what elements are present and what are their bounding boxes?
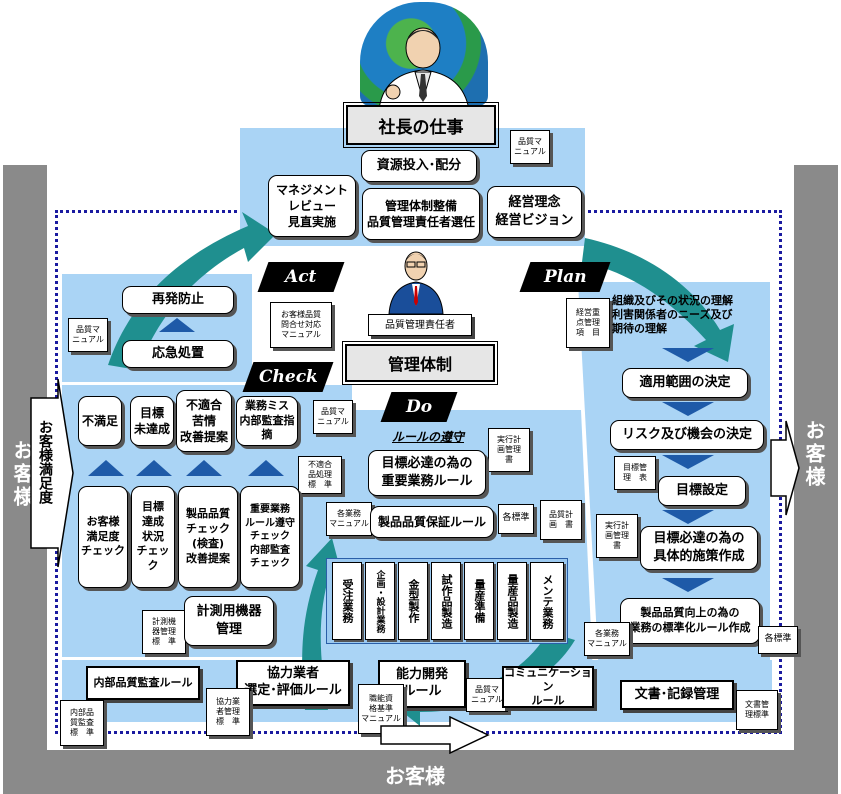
document-record-box[interactable]: 文書･記録管理 bbox=[620, 680, 734, 710]
act-cycle-arrow bbox=[108, 212, 276, 370]
quality-manager-illustration bbox=[388, 251, 444, 314]
quality-manager-label: 品質管理責任者 bbox=[368, 314, 472, 336]
check-up-arrow-2 bbox=[136, 460, 172, 476]
process-step-5[interactable]: 量産準備 bbox=[464, 562, 494, 640]
instrument-standard-doc[interactable]: 計測機 器管理 標 準 bbox=[142, 610, 186, 654]
customer-frame-right bbox=[794, 165, 838, 750]
target-standard-doc[interactable]: 目標管 理 表 bbox=[614, 456, 656, 490]
do-execution-plan-doc[interactable]: 実行計 画管理 書 bbox=[488, 428, 530, 472]
customer-input-arrow bbox=[380, 716, 490, 754]
product-quality-check-box[interactable]: 製品品質 チェック (検査) 改善提案 bbox=[178, 486, 238, 588]
nonconformity-complaint-box[interactable]: 不適合 苦情 改善提案 bbox=[176, 390, 232, 452]
key-business-rule-box[interactable]: 目標必達の為の 重要業務ルール bbox=[368, 450, 486, 496]
management-philosophy-box[interactable]: 経営理念 経営ビジョン bbox=[487, 186, 582, 238]
rule-compliance-label: ルールの遵守 bbox=[392, 430, 465, 444]
document-standard-doc[interactable]: 文書管 理標準 bbox=[736, 690, 778, 730]
plan-cycle-arrow bbox=[582, 238, 734, 362]
customer-frame-bottom bbox=[3, 750, 838, 794]
check-label: Check bbox=[242, 362, 334, 392]
communication-rule-box[interactable]: コミュニケーション ルール bbox=[502, 666, 594, 708]
check-up-arrow-1 bbox=[88, 460, 124, 476]
check-up-arrow-4 bbox=[248, 460, 284, 476]
check-up-arrow-3 bbox=[186, 460, 222, 476]
understanding-box[interactable]: 組織及びその状況の理解 利害関係者のニーズ及び 期待の理解 bbox=[612, 293, 733, 336]
plan-down-arrow-3 bbox=[662, 455, 714, 469]
president-work-title: 社長の仕事 bbox=[343, 102, 499, 148]
plan-down-arrow-5 bbox=[662, 578, 714, 592]
customer-label-left: お客様 bbox=[10, 440, 34, 509]
do-business-manual-doc[interactable]: 各業務 マニュアル bbox=[326, 502, 372, 536]
plan-each-standard-doc[interactable]: 各標準 bbox=[758, 626, 798, 654]
president-illustration bbox=[378, 27, 470, 110]
customer-satisfaction-arrow bbox=[30, 378, 74, 568]
process-step-6[interactable]: 量産品製造 bbox=[497, 562, 527, 640]
compliance-check-box[interactable]: 重要業務 ルール遵守 チェック 内部監査 チェック bbox=[240, 486, 300, 588]
plan-business-manual-doc[interactable]: 各業務 マニュアル bbox=[584, 622, 630, 656]
process-step-1[interactable]: 受注業務 bbox=[332, 562, 362, 640]
plan-down-arrow-2 bbox=[662, 402, 714, 416]
product-quality-rule-box[interactable]: 製品品質保証ルール bbox=[370, 506, 494, 538]
do-each-standard-doc[interactable]: 各標準 bbox=[498, 504, 534, 534]
scope-box[interactable]: 適用範囲の決定 bbox=[622, 368, 748, 398]
act-quality-manual-doc[interactable]: 品質マ ニュアル bbox=[68, 318, 108, 352]
act-up-arrow bbox=[159, 318, 195, 332]
plan-label-text: Plan bbox=[543, 267, 587, 287]
management-system-setup-box[interactable]: 管理体制整備 品質管理責任者選任 bbox=[362, 188, 480, 240]
process-step-3[interactable]: 金型製作 bbox=[398, 562, 428, 640]
process-step-2[interactable]: 企画・設計業務 bbox=[365, 562, 395, 640]
nonconforming-standard-doc[interactable]: 不適合 品処理 標 準 bbox=[298, 456, 342, 494]
customer-output-arrow bbox=[770, 420, 800, 516]
act-label-text: Act bbox=[285, 267, 317, 287]
process-step-7[interactable]: メンテ業務 bbox=[530, 562, 564, 640]
partner-rule-box[interactable]: 協力業者 選定･評価ルール bbox=[236, 660, 350, 706]
do-label: Do bbox=[380, 392, 458, 422]
internal-audit-standard-doc[interactable]: 内部品 質監査 標 準 bbox=[60, 700, 104, 746]
management-system-title: 管理体制 bbox=[342, 341, 498, 385]
risk-box[interactable]: リスク及び機会の決定 bbox=[610, 420, 764, 450]
management-review-box[interactable]: マネジメントレビュー 見直実施 bbox=[268, 175, 356, 237]
plan-label: Plan bbox=[519, 262, 611, 292]
standardization-box[interactable]: 製品品質向上の為の 業務の標準化ルール作成 bbox=[620, 598, 760, 644]
business-error-box[interactable]: 業務ミス 内部監査指摘 bbox=[236, 396, 298, 446]
check-label-text: Check bbox=[258, 367, 318, 387]
resource-input-box[interactable]: 資源投入･配分 bbox=[361, 150, 477, 182]
customer-inquiry-manual-doc[interactable]: お客様品質 問合せ対応 マニュアル bbox=[270, 302, 332, 348]
internal-audit-rule-box[interactable]: 内部品質監査ルール bbox=[86, 666, 200, 700]
target-status-check-box[interactable]: 目標 達成 状況 チェック bbox=[131, 486, 175, 588]
process-step-4[interactable]: 試作品製造 bbox=[431, 562, 461, 640]
customer-satisfaction-check-box[interactable]: お客様 満足度 チェック bbox=[78, 486, 128, 588]
instrument-management-box[interactable]: 計測用機器 管理 bbox=[184, 596, 274, 646]
management-items-doc[interactable]: 経営重 点管理 項 目 bbox=[566, 298, 610, 348]
partner-standard-doc[interactable]: 協力業 者管理 標 準 bbox=[206, 688, 250, 736]
do-quality-plan-doc[interactable]: 品質計 画 書 bbox=[540, 500, 582, 540]
target-setting-box[interactable]: 目標設定 bbox=[658, 476, 746, 506]
dissatisfaction-box[interactable]: 不満足 bbox=[78, 396, 122, 446]
quality-manual-doc-top[interactable]: 品質マ ニュアル bbox=[510, 130, 550, 164]
plan-down-arrow-1 bbox=[662, 348, 714, 362]
emergency-treatment-box[interactable]: 応急処置 bbox=[122, 340, 234, 368]
act-label: Act bbox=[257, 262, 345, 292]
customer-label-bottom: お客様 bbox=[385, 764, 445, 788]
customer-satisfaction-label: お客様満足度 bbox=[37, 420, 53, 504]
check-quality-manual-doc[interactable]: 品質マ ニュアル bbox=[313, 400, 353, 434]
process-flow: 受注業務 企画・設計業務 金型製作 試作品製造 量産準備 量産品製造 メンテ業務 bbox=[332, 562, 564, 640]
recurrence-prevention-box[interactable]: 再発防止 bbox=[122, 286, 234, 314]
plan-execution-plan-doc[interactable]: 実行計 画管理 書 bbox=[596, 514, 638, 558]
plan-down-arrow-4 bbox=[662, 510, 714, 524]
measures-box[interactable]: 目標必達の為の 具体的施策作成 bbox=[640, 526, 758, 570]
do-label-text: Do bbox=[405, 397, 433, 417]
customer-label-right: お客様 bbox=[802, 420, 826, 489]
target-not-achieved-box[interactable]: 目標 未達成 bbox=[130, 396, 174, 446]
